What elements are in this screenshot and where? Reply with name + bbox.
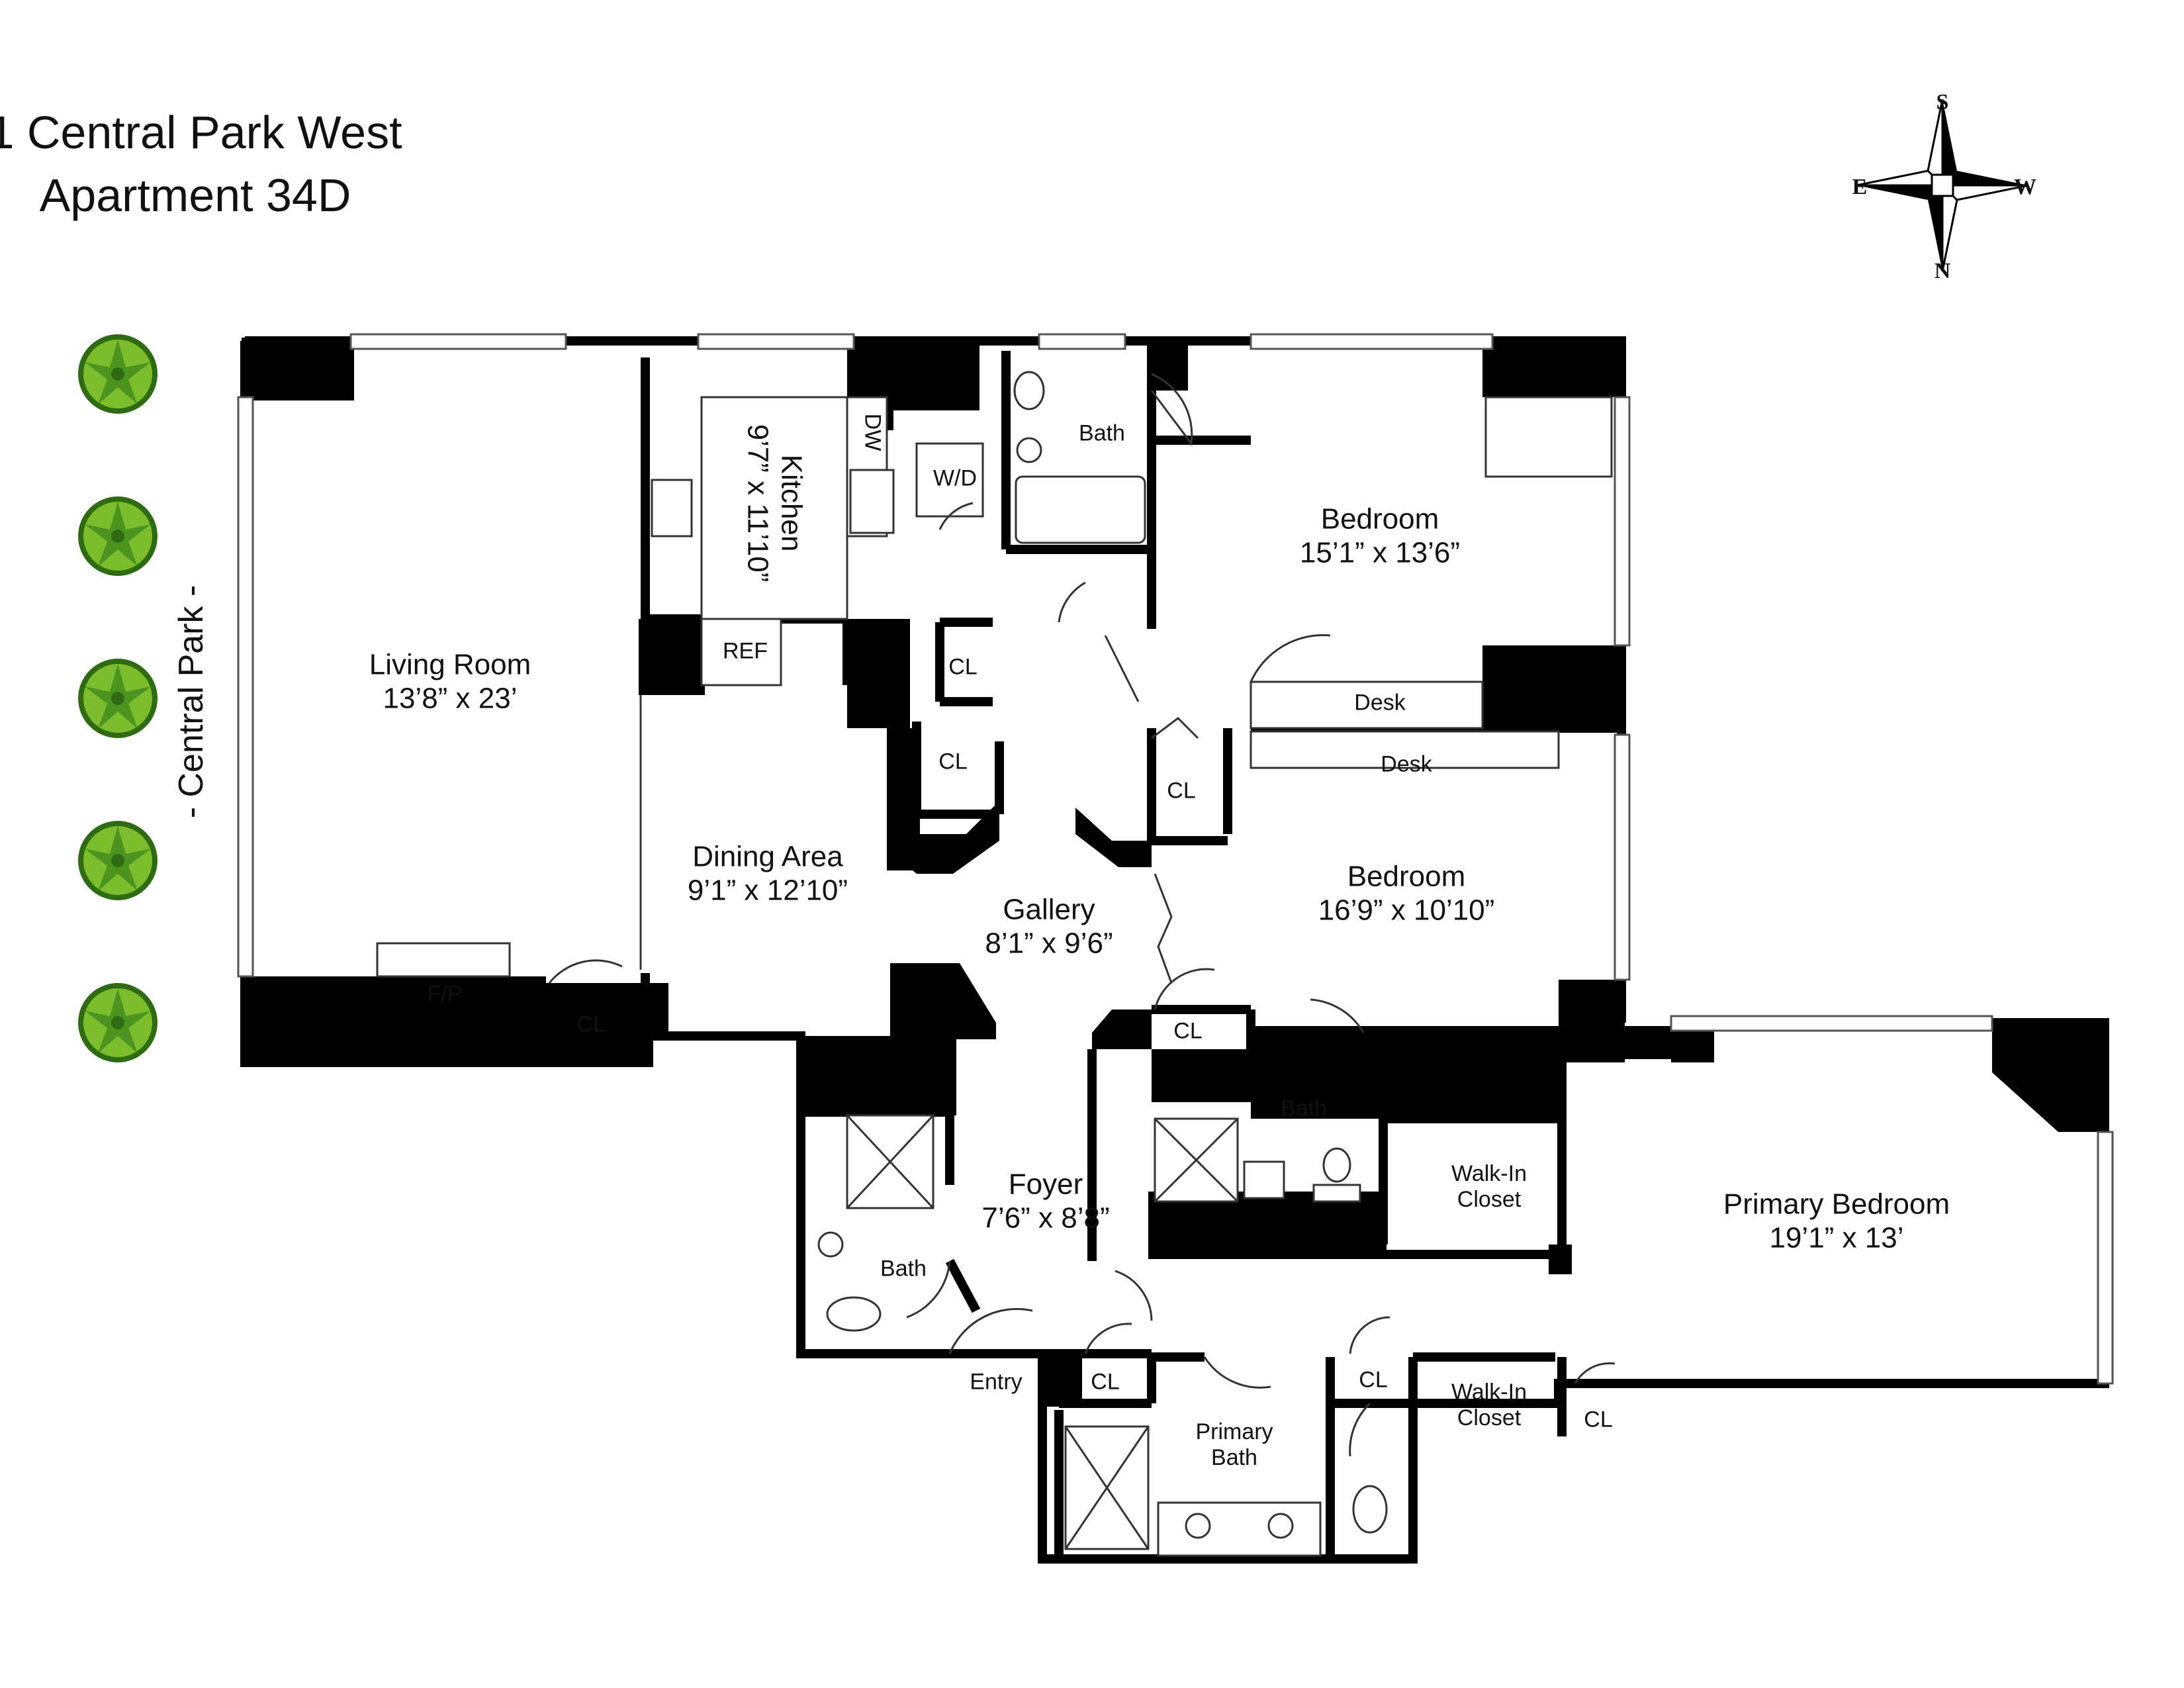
tree-icon bbox=[78, 821, 158, 900]
compass-west-label: W bbox=[2014, 175, 2036, 199]
tree-icon bbox=[78, 983, 158, 1062]
room-dims: 13’8” x 23’ bbox=[383, 682, 518, 714]
room-dims: 16’9” x 10’10” bbox=[1318, 894, 1495, 926]
closet-label: CL bbox=[1584, 1407, 1613, 1432]
room-dims: 19’1” x 13’ bbox=[1769, 1221, 1904, 1254]
bath-label: Bath bbox=[1281, 1096, 1327, 1121]
closet-label: CL bbox=[1359, 1367, 1388, 1393]
room-name: Living Room bbox=[369, 648, 531, 681]
bedroom-wardrobe bbox=[1484, 396, 1613, 478]
dishwasher-label: DW bbox=[860, 413, 886, 451]
walk-in-closet-label: Walk-In Closet bbox=[1451, 1160, 1527, 1212]
bathtub bbox=[1015, 475, 1146, 544]
kitchen-sink bbox=[849, 469, 895, 534]
closet-label: CL bbox=[1167, 778, 1196, 804]
room-name: Foyer bbox=[1008, 1168, 1083, 1201]
doors bbox=[548, 373, 1615, 1457]
room-name: Primary Bedroom bbox=[1723, 1188, 1950, 1221]
living-room-label: Living Room 13’8” x 23’ bbox=[369, 648, 531, 715]
room-dims: 15’1” x 13’6” bbox=[1299, 536, 1461, 569]
compass-east-label: E bbox=[1852, 175, 1868, 199]
bath-label: Bath bbox=[880, 1256, 927, 1282]
desk-1 bbox=[1250, 680, 1484, 729]
central-park-label: - Central Park - bbox=[172, 585, 211, 819]
washer-dryer-label: W/D bbox=[933, 465, 978, 491]
dining-area-label: Dining Area 9’1” x 12’10” bbox=[688, 840, 848, 907]
bedroom-2-label: Bedroom 16’9” x 10’10” bbox=[1318, 860, 1495, 927]
room-dims: 9’7” x 11’10” bbox=[742, 424, 774, 583]
primary-bedroom-label: Primary Bedroom 19’1” x 13’ bbox=[1723, 1188, 1950, 1254]
kitchen-counter bbox=[700, 396, 848, 620]
room-dims: 9’1” x 12’10” bbox=[687, 874, 848, 906]
tree-icon bbox=[78, 496, 158, 576]
compass-icon bbox=[1856, 99, 2029, 272]
bedroom-1-label: Bedroom 15’1” x 13’6” bbox=[1300, 502, 1460, 569]
park-trees bbox=[78, 334, 158, 1062]
fixtures bbox=[376, 371, 1613, 1557]
windows bbox=[237, 333, 2114, 1385]
compass-north-label: N bbox=[1934, 259, 1951, 283]
foyer-label: Foyer 7’6” x 8’8” bbox=[981, 1168, 1109, 1235]
room-name: Gallery bbox=[1003, 893, 1095, 926]
closet-label: CL bbox=[938, 749, 968, 774]
plan-title-line1: 1 Central Park West bbox=[0, 107, 402, 158]
sink bbox=[1016, 437, 1042, 463]
desk-2-label: Desk bbox=[1381, 751, 1432, 777]
room-name: Bedroom bbox=[1320, 502, 1439, 536]
closet-label: CL bbox=[948, 654, 978, 680]
primary-bath-label: Primary Bath bbox=[1195, 1419, 1273, 1470]
tree-icon bbox=[78, 659, 158, 738]
closet-label: CL bbox=[1173, 1018, 1203, 1044]
compass-south-label: S bbox=[1936, 90, 1949, 115]
stove-top bbox=[651, 479, 693, 538]
room-dims: 7’6” x 8’8” bbox=[981, 1201, 1110, 1234]
toilet bbox=[1013, 371, 1045, 410]
plan-title-line2: Apartment 34D bbox=[39, 169, 351, 221]
refrigerator bbox=[700, 618, 782, 686]
wall-columns bbox=[242, 338, 2108, 1407]
bath-label: Bath bbox=[1079, 420, 1125, 446]
closet-label: CL bbox=[576, 1011, 606, 1037]
desk-2 bbox=[1250, 730, 1560, 769]
walls bbox=[240, 336, 2109, 1564]
desk-1-label: Desk bbox=[1354, 690, 1406, 716]
fireplace-label: F/P bbox=[427, 981, 463, 1007]
room-dims: 8’1” x 9’6” bbox=[985, 927, 1113, 959]
room-name: Dining Area bbox=[692, 840, 843, 873]
walk-in-closet-label: Walk-In Closet bbox=[1451, 1379, 1527, 1430]
entry-label: Entry bbox=[970, 1369, 1023, 1395]
refrigerator-label: REF bbox=[723, 638, 768, 664]
gallery-label: Gallery 8’1” x 9’6” bbox=[985, 893, 1113, 960]
kitchen-label: Kitchen 9’7” x 11’10” bbox=[741, 424, 808, 583]
tree-icon bbox=[78, 334, 158, 414]
closet-label: CL bbox=[1091, 1369, 1120, 1395]
room-name: Kitchen bbox=[775, 454, 808, 552]
fireplace bbox=[376, 942, 511, 978]
room-name: Bedroom bbox=[1347, 860, 1466, 893]
